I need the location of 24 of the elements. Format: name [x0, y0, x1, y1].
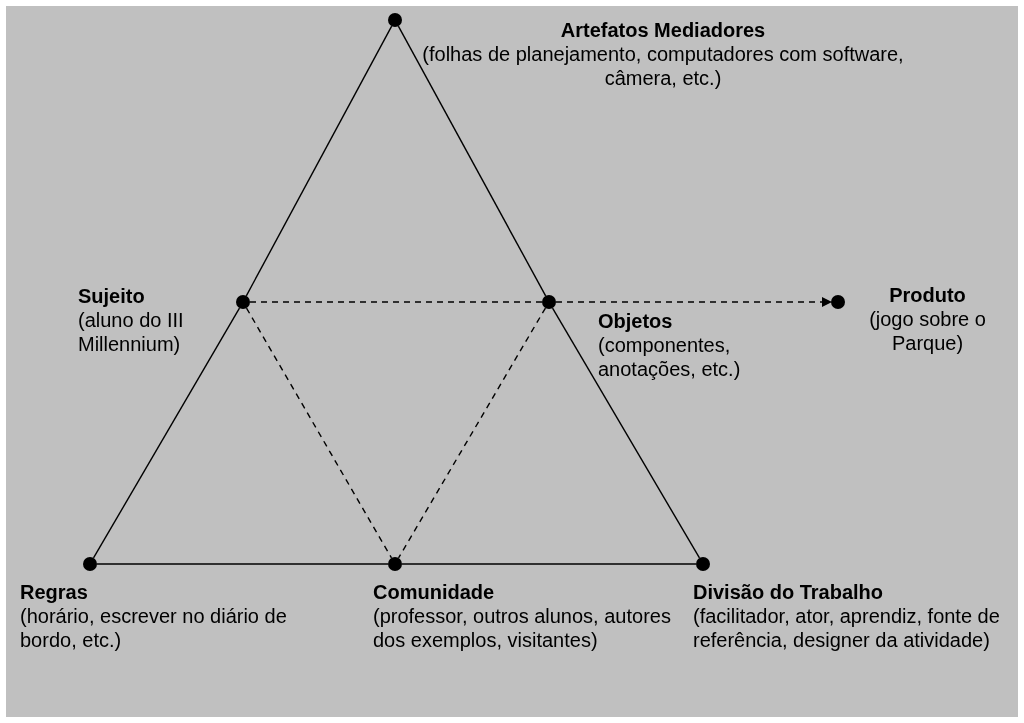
line: [401, 563, 697, 565]
line: [96, 563, 389, 565]
label-description: (horário, escrever no diário de bordo, etc.): [20, 604, 288, 652]
line: [245, 25, 393, 297]
label-heading: Regras: [20, 580, 89, 604]
label-description: (professor, outros alunos, autores dos exemplos, visitantes): [373, 604, 672, 652]
dashed-line: [245, 307, 393, 559]
label-description: (folhas de planejamento, computadores com software, câmera, etc.): [421, 42, 905, 90]
label-description: (facilitador, ator, aprendiz, fonte de referência, designer da atividade): [693, 604, 1001, 652]
label-description: (jogo sobre o Parque): [868, 307, 987, 355]
line: [92, 307, 241, 559]
label-heading: Artefatos Mediadores: [559, 18, 767, 42]
label-heading: Comunidade: [373, 580, 496, 604]
label-description: (aluno do III Millennium): [78, 308, 185, 356]
label-heading: Divisão do Trabalho: [693, 580, 885, 604]
label-heading: Objetos: [598, 309, 674, 333]
label-heading: Produto: [888, 283, 967, 307]
line: [397, 25, 547, 297]
dashed-line: [397, 307, 547, 559]
label-description: (componentes, anotações, etc.): [598, 333, 742, 381]
dashed-line: [555, 297, 832, 307]
line: [551, 307, 701, 559]
label-heading: Sujeito: [78, 284, 146, 308]
dashed-line: [249, 301, 543, 303]
